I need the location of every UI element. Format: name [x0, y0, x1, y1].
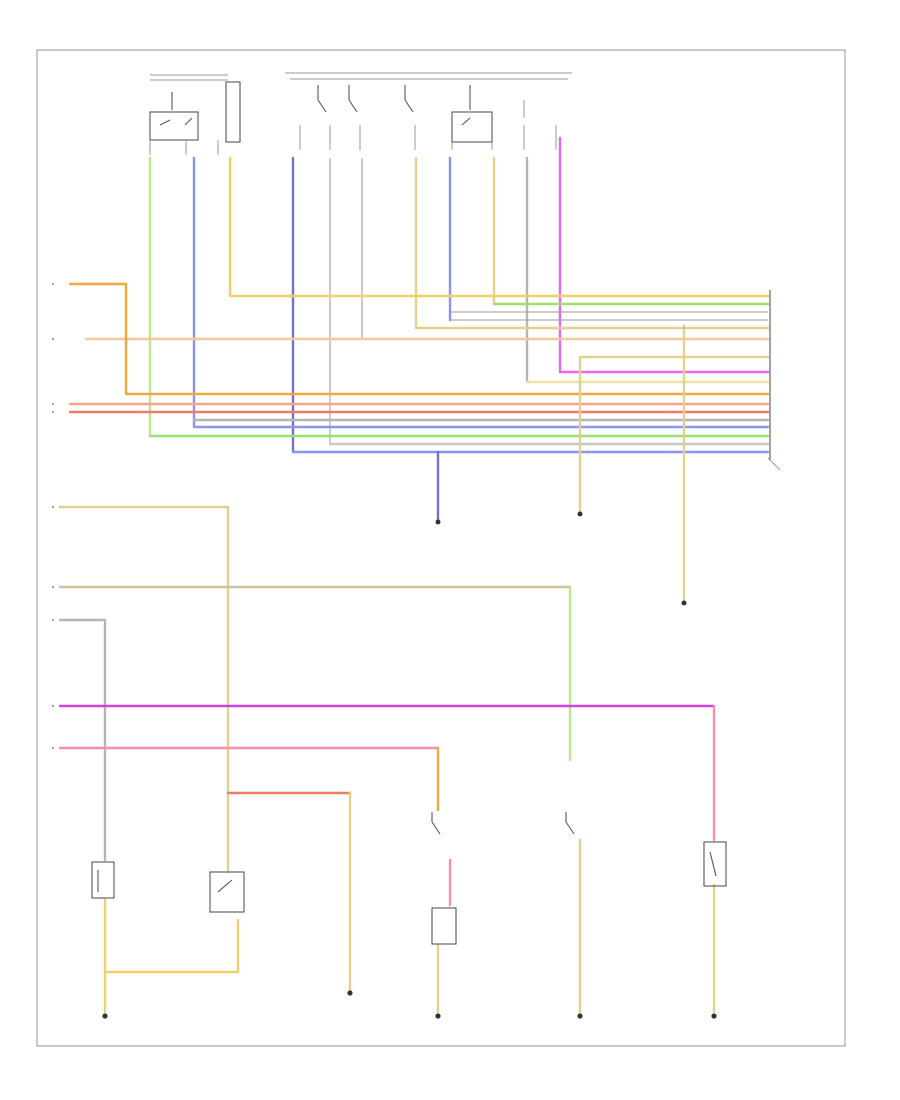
ground-point-3: [681, 600, 687, 606]
left-pin-mark: [51, 337, 55, 341]
center-switch-component: [431, 907, 457, 945]
left-pin-mark: [51, 746, 55, 750]
left-pin-mark: [51, 402, 55, 406]
ground-terminal-c: [435, 1013, 441, 1019]
ground-terminal-a: [102, 1013, 108, 1019]
right-connector: [767, 290, 781, 471]
left-connector-pins: [51, 282, 55, 750]
lower-circuit-wires: [58, 505, 716, 1014]
ground-point-2: [577, 511, 583, 517]
left-pin-mark: [51, 282, 55, 286]
left-pin-mark: [51, 704, 55, 708]
ground-terminal-b: [347, 990, 353, 996]
top-right-switch-assembly: [285, 72, 572, 150]
main-harness-wires: [68, 282, 770, 600]
left-pin-mark: [51, 410, 55, 414]
left-pin-mark: [51, 505, 55, 509]
left-pin-mark: [51, 585, 55, 589]
mid-ground-drops: [435, 328, 687, 606]
lower-components: [91, 812, 727, 945]
left-pin-mark: [51, 618, 55, 622]
ground-point-1: [435, 519, 441, 525]
right-sensor-component: [703, 841, 727, 887]
relay-component: [209, 871, 245, 913]
diagram-frame: [36, 49, 846, 1047]
ground-terminal-e: [711, 1013, 717, 1019]
top-left-switch-assembly: [149, 74, 241, 155]
left-sensor-component: [91, 861, 115, 899]
bottom-ground-terminals: [102, 990, 717, 1019]
ground-terminal-d: [577, 1013, 583, 1019]
